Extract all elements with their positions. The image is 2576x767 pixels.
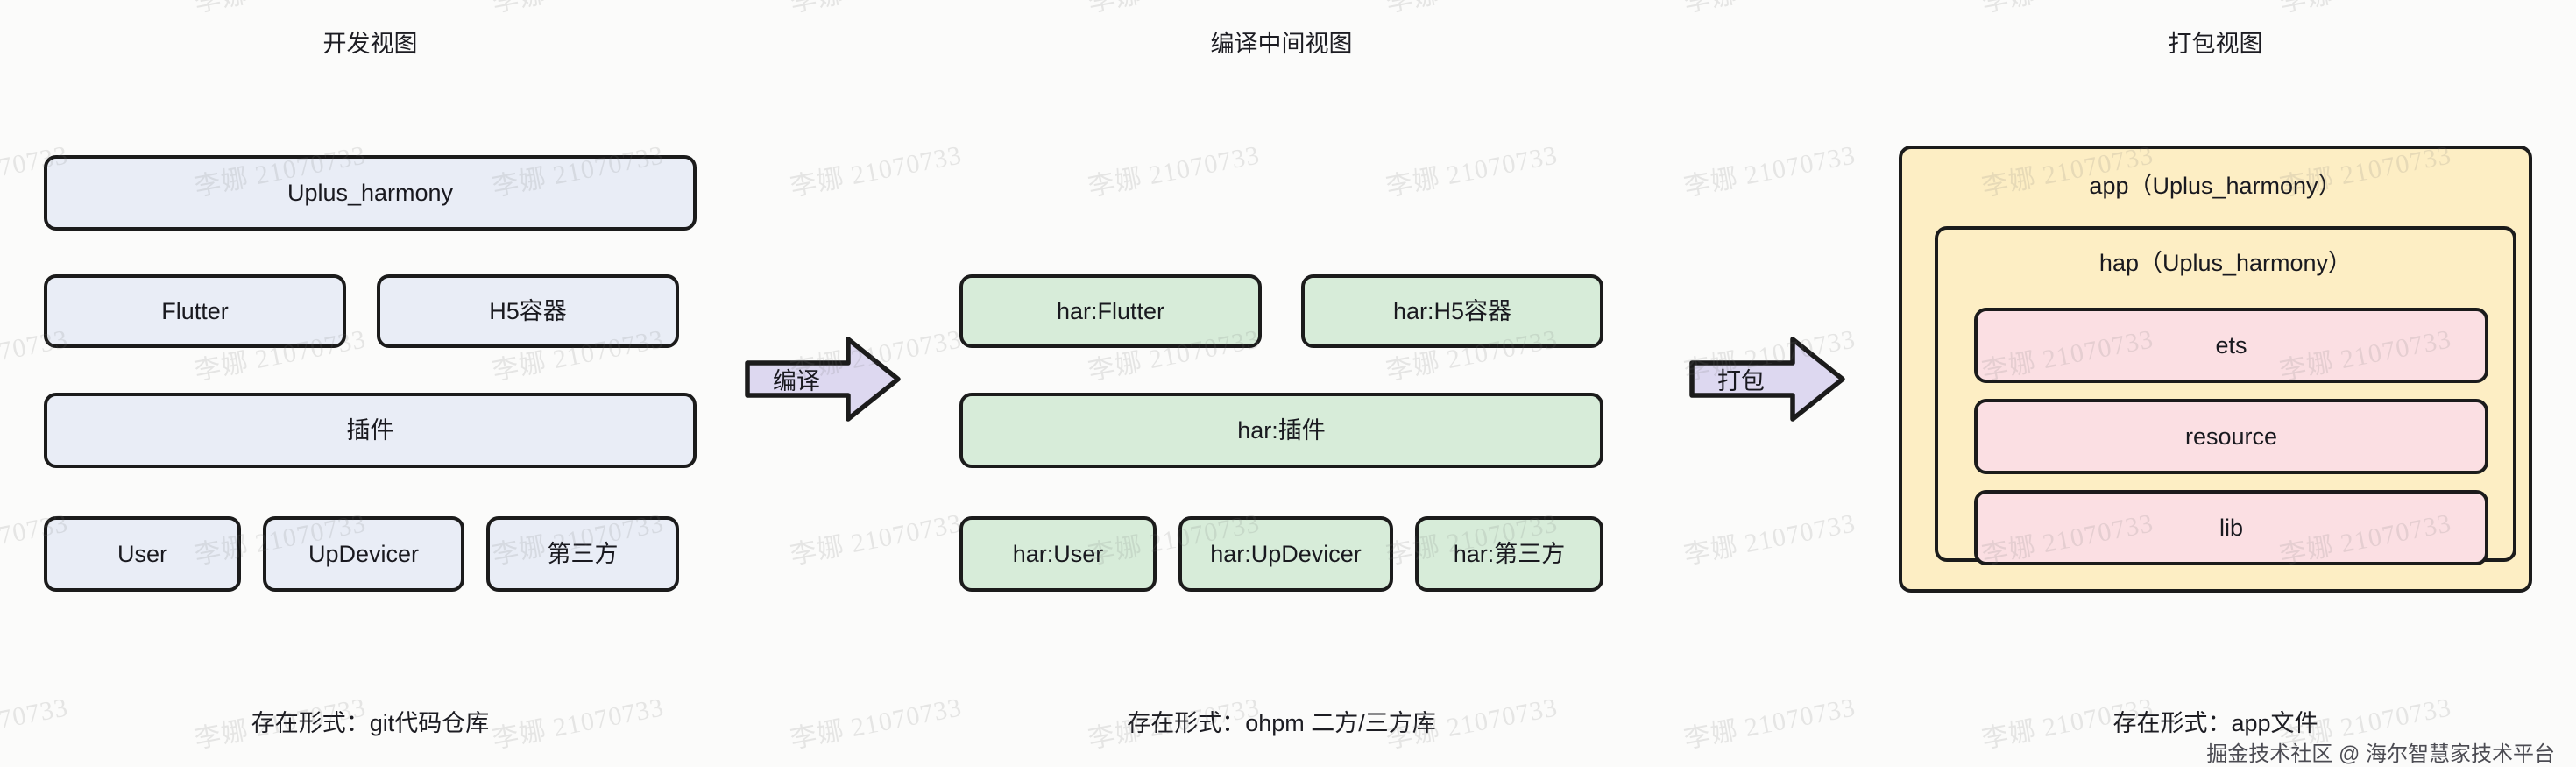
node-har-plugin[interactable]: har:插件	[959, 393, 1603, 468]
watermark-text: 李娜 21070733	[1384, 140, 1560, 202]
column-title-package: 打包视图	[2168, 31, 2263, 57]
node-hap-label: hap（Uplus_harmony）	[2098, 250, 2353, 276]
package-arrow-label: 打包	[1717, 368, 1765, 394]
watermark-text: 李娜 21070733	[788, 140, 965, 202]
caption-package: 存在形式：app文件	[2112, 710, 2318, 736]
node-updevicer[interactable]: UpDevicer	[263, 516, 464, 592]
node-har-third-party[interactable]: har:第三方	[1415, 516, 1603, 592]
package-arrow: 打包	[1689, 337, 1845, 422]
node-third-party[interactable]: 第三方	[486, 516, 679, 592]
watermark-text: 李娜 21070733	[1681, 0, 1858, 20]
node-ets[interactable]: ets	[1974, 308, 2488, 383]
watermark-text: 李娜 21070733	[788, 508, 965, 571]
watermark-text: 李娜 21070733	[1383, 0, 1560, 20]
watermark-text: 李娜 21070733	[0, 0, 71, 20]
watermark-text: 李娜 21070733	[2276, 0, 2454, 20]
watermark-text: 李娜 21070733	[191, 0, 369, 20]
node-app-label: app（Uplus_harmony）	[2089, 173, 2342, 199]
node-har-user[interactable]: har:User	[959, 516, 1157, 592]
node-har-h5-container[interactable]: har:H5容器	[1301, 274, 1603, 348]
node-plugin[interactable]: 插件	[44, 393, 697, 468]
caption-dev: 存在形式：git代码仓库	[251, 710, 490, 736]
watermark-text: 李娜 21070733	[489, 0, 667, 20]
watermark-text: 李娜 21070733	[1681, 508, 1858, 571]
compile-arrow: 编译	[745, 337, 901, 422]
watermark-text: 李娜 21070733	[787, 0, 965, 20]
caption-compile: 存在形式：ohpm 二方/三方库	[1127, 710, 1436, 736]
watermark-text: 李娜 21070733	[1978, 0, 2156, 20]
node-har-updevicer[interactable]: har:UpDevicer	[1178, 516, 1393, 592]
node-h5-container[interactable]: H5容器	[377, 274, 679, 348]
node-uplus-harmony[interactable]: Uplus_harmony	[44, 155, 697, 231]
watermark-text: 李娜 21070733	[1086, 140, 1263, 202]
credit-line: 掘金技术社区 @ 海尔智慧家技术平台	[2206, 742, 2555, 766]
watermark-text: 李娜 21070733	[1681, 692, 1858, 755]
watermark-text: 李娜 21070733	[1085, 0, 1263, 20]
node-user[interactable]: User	[44, 516, 241, 592]
watermark-text: 李娜 21070733	[1681, 140, 1858, 202]
node-flutter[interactable]: Flutter	[44, 274, 346, 348]
column-title-compile: 编译中间视图	[1210, 31, 1353, 57]
node-resource[interactable]: resource	[1974, 399, 2488, 474]
watermark-text: 李娜 21070733	[788, 692, 965, 755]
node-lib[interactable]: lib	[1974, 490, 2488, 565]
column-title-dev: 开发视图	[322, 31, 418, 57]
node-har-flutter[interactable]: har:Flutter	[959, 274, 1262, 348]
compile-arrow-label: 编译	[773, 368, 820, 394]
